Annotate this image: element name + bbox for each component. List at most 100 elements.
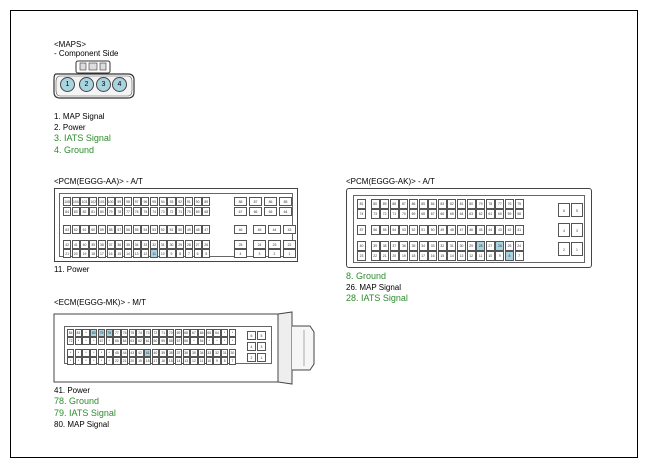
ecm-mk-pin: 39 xyxy=(159,349,167,357)
ecm-mk-pin: 84 xyxy=(67,329,75,337)
ecm-mk-pin: * xyxy=(228,329,237,337)
pcm-aa-pin: 57 xyxy=(115,225,124,234)
pcm-aa-pin: 31 xyxy=(158,240,167,249)
pcm-ak-pin: 13 xyxy=(457,251,466,261)
diagram-frame xyxy=(10,10,638,458)
pcm-ak-pin: 2 xyxy=(558,242,570,256)
pcm-ak-pin: 77 xyxy=(495,199,505,209)
pcm-ak-title: <PCM(EGGG-AK)> - A/T xyxy=(346,177,435,186)
pcm-aa-pin: 42 xyxy=(63,240,72,249)
ecm-mk-pin: 21 xyxy=(120,357,129,365)
ecm-mk-pin: 33 xyxy=(205,349,213,357)
pcm-ak-pin: 67 xyxy=(428,209,438,219)
ecm-mk-pin: 77 xyxy=(113,329,121,337)
ecm-mk-pin: * xyxy=(105,337,113,345)
pcm-aa-pin: 91 xyxy=(184,197,193,206)
pcm-aa-pin: 25 xyxy=(234,240,247,249)
pcm-ak-pin: 20 xyxy=(389,251,399,261)
pcm-ak-pin: 46 xyxy=(466,225,476,235)
pcm-aa-pin: 41 xyxy=(71,240,80,249)
ecm-mk-pin: * xyxy=(82,329,90,337)
ecm-mk-pin: 68 xyxy=(182,329,190,337)
pcm-ak-pin: 76 xyxy=(505,199,514,209)
ecm-mk-pin: * xyxy=(82,357,90,365)
pcm-ak-pin: 11 xyxy=(476,251,486,261)
ecm-mk-pin: * xyxy=(67,357,75,365)
pcm-ak-pin: 65 xyxy=(447,209,457,219)
ecm-mk-pin: 3 xyxy=(257,342,266,351)
pcm-aa-pin: 47 xyxy=(202,225,211,234)
pcm-ak-pin: 1 xyxy=(571,242,583,256)
ecm-mk-pin: 9 xyxy=(213,357,221,365)
pcm-ak-pin: 41 xyxy=(514,225,524,235)
ecm-mk-pin: 69 xyxy=(174,329,183,337)
ecm-mk-pin: * xyxy=(190,337,198,345)
pcm-aa-pin: 24 xyxy=(253,240,266,249)
pcm-ak-pin: 57 xyxy=(357,225,366,235)
pcm-ak-pin: 60 xyxy=(495,209,505,219)
pcm-aa-pin: 15 xyxy=(115,249,124,258)
pcm-ak-pin: 81 xyxy=(457,199,466,209)
ecm-mk-pin: 35 xyxy=(190,349,198,357)
pcm-aa-pin: 71 xyxy=(176,206,185,216)
pcm-ak-pin: 73 xyxy=(370,209,380,219)
pcm-ak-pin: 37 xyxy=(389,241,399,251)
ecm-mk-pin: 22 xyxy=(113,357,121,365)
maps-legend-2: 2. Power xyxy=(54,123,86,132)
pcm-ak-pin: 5 xyxy=(571,203,583,217)
ecm-mk-pin: 57 xyxy=(174,337,183,345)
pcm-aa-pin: 49 xyxy=(184,225,193,234)
ecm-mk-pin: 75 xyxy=(128,329,136,337)
pcm-aa-legend-1: 11. Power xyxy=(54,265,90,274)
pcm-ak-pin: 8 xyxy=(505,251,514,261)
ecm-mk-pin: 1 xyxy=(257,353,266,362)
pcm-ak-pin: 9 xyxy=(495,251,505,261)
pcm-aa-pin: 96 xyxy=(141,197,150,206)
pcm-aa-pin: 70 xyxy=(184,206,193,216)
pcm-aa-pin: 99 xyxy=(115,197,124,206)
pcm-aa-pin: 45 xyxy=(253,225,266,234)
pcm-aa-pin: 38 xyxy=(97,240,106,249)
ecm-mk-pin: 6 xyxy=(247,331,256,340)
ecm-mk-pin: 16 xyxy=(159,357,167,365)
pcm-ak-pin: 83 xyxy=(437,199,447,209)
ecm-mk-pin: 54 xyxy=(197,337,206,345)
pcm-aa-pin: 69 xyxy=(193,206,202,216)
ecm-mk-pin: 64 xyxy=(213,329,221,337)
ecm-mk-pin: * xyxy=(205,337,213,345)
ecm-mk-pin: 36 xyxy=(182,349,190,357)
pcm-aa-pin: 97 xyxy=(132,197,141,206)
ecm-mk-pin: 11 xyxy=(197,357,206,365)
ecm-mk-pin: 34 xyxy=(197,349,206,357)
ecm-mk-legend-2: 78. Ground xyxy=(54,396,100,406)
ecm-mk-pin: 20 xyxy=(128,357,136,365)
pcm-ak-pin: 74 xyxy=(357,209,366,219)
pcm-aa-pin: 83 xyxy=(71,206,80,216)
pcm-ak-pin: 35 xyxy=(409,241,418,251)
pcm-aa-pin: 65 xyxy=(264,206,277,216)
pcm-aa-pin: 12 xyxy=(141,249,150,258)
pcm-aa-pin: 46 xyxy=(234,225,247,234)
pcm-aa-pin: 2 xyxy=(268,249,281,258)
pcm-ak-pin: 21 xyxy=(380,251,390,261)
ecm-mk-pin: * xyxy=(90,349,98,357)
pcm-ak-pin: 17 xyxy=(418,251,428,261)
pcm-aa-pin: 85 xyxy=(279,197,292,206)
pcm-aa-pin: 10 xyxy=(158,249,167,258)
pcm-ak-pin: 53 xyxy=(399,225,409,235)
pcm-ak-pin: 51 xyxy=(418,225,428,235)
pcm-ak-pin: 80 xyxy=(466,199,476,209)
pcm-ak-pin: 69 xyxy=(409,209,418,219)
pcm-ak-pin: 70 xyxy=(399,209,409,219)
pcm-ak-pin: 40 xyxy=(357,241,366,251)
pcm-aa-pin: 27 xyxy=(193,240,202,249)
ecm-mk-pin: 15 xyxy=(167,357,175,365)
pcm-aa-pin: 26 xyxy=(202,240,211,249)
pcm-aa-pin: 44 xyxy=(268,225,281,234)
pcm-aa-pin: 20 xyxy=(71,249,80,258)
ecm-mk-pin: 56 xyxy=(182,337,190,345)
ecm-mk-pin: 45 xyxy=(113,349,121,357)
pcm-aa-title: <PCM(EGGG-AA)> - A/T xyxy=(54,177,143,186)
ecm-mk-pin: 2 xyxy=(247,353,256,362)
